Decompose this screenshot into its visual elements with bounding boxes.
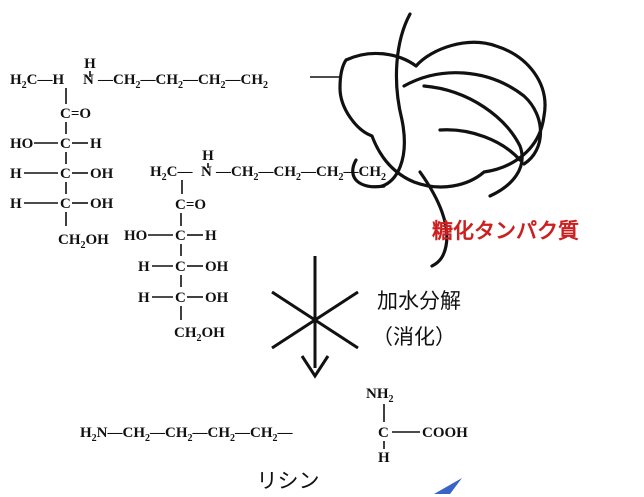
s2-oh4: OH (205, 259, 229, 275)
s2-h-on-n: H (202, 148, 214, 164)
hydrolysis-arrow (271, 256, 359, 379)
lysine-chain: H2N—CH2—CH2—CH2—CH2— (80, 425, 294, 444)
s1-oh5: OH (90, 196, 114, 212)
s1-n: N (83, 72, 94, 88)
s1-ch2oh: CH2OH (58, 232, 109, 251)
s2-c3: C (175, 228, 186, 244)
glycated-protein-label: 糖化タンパク質 (432, 219, 579, 243)
s1-h-on-n: H (84, 56, 96, 72)
s2-h2c: H2C— (150, 164, 194, 183)
s2-h3: H (205, 228, 217, 244)
corner-logo-icon (434, 478, 462, 494)
s2-c5: C (175, 290, 186, 306)
s1-oh4: OH (90, 166, 114, 182)
s2-h4: H (138, 259, 150, 275)
s1-h4: H (10, 166, 22, 182)
lysine-label: リシン (257, 469, 320, 493)
lysine-alpha-c: C (378, 425, 389, 441)
s1-ch2-chain: —CH2—CH2—CH2—CH2 (97, 72, 268, 91)
s1-c4: C (60, 166, 71, 182)
s2-ch2oh: CH2OH (174, 325, 225, 344)
digestion-label: （消化） (372, 325, 456, 349)
s2-carbonyl: C=O (175, 197, 206, 213)
hydrolysis-label: 加水分解 (377, 289, 461, 313)
s1-row-ho: HO (10, 136, 33, 152)
s2-ch2-chain: —CH2—CH2—CH2—CH2 (215, 164, 386, 183)
s1-h5: H (10, 196, 22, 212)
protein-tangle-icon (338, 12, 547, 268)
s2-c4: C (175, 259, 186, 275)
s1-c5: C (60, 196, 71, 212)
s2-n: N (201, 164, 212, 180)
s1-chain: H2C—H (10, 72, 65, 91)
glycated-residue-2: H H2C— N —CH2—CH2—CH2—CH2 C=O HO C H H C… (124, 148, 386, 344)
arrow-head-icon (300, 355, 330, 379)
lysine-nh2: NH2 (366, 386, 394, 405)
s2-ho: HO (124, 228, 147, 244)
s1-carbonyl: C=O (60, 106, 91, 122)
glycated-residue-1: H H2C—H N —CH2—CH2—CH2—CH2 C=O HO C H H … (10, 56, 342, 251)
s2-oh5: OH (205, 290, 229, 306)
cross-stroke-2 (271, 290, 359, 350)
lysine-structure: NH2 H2N—CH2—CH2—CH2—CH2— C COOH H (80, 386, 468, 466)
s1-h3: H (90, 136, 102, 152)
s1-c3: C (60, 136, 71, 152)
lysine-h: H (378, 450, 390, 466)
lysine-cooh: COOH (422, 425, 468, 441)
s2-h5: H (138, 290, 150, 306)
